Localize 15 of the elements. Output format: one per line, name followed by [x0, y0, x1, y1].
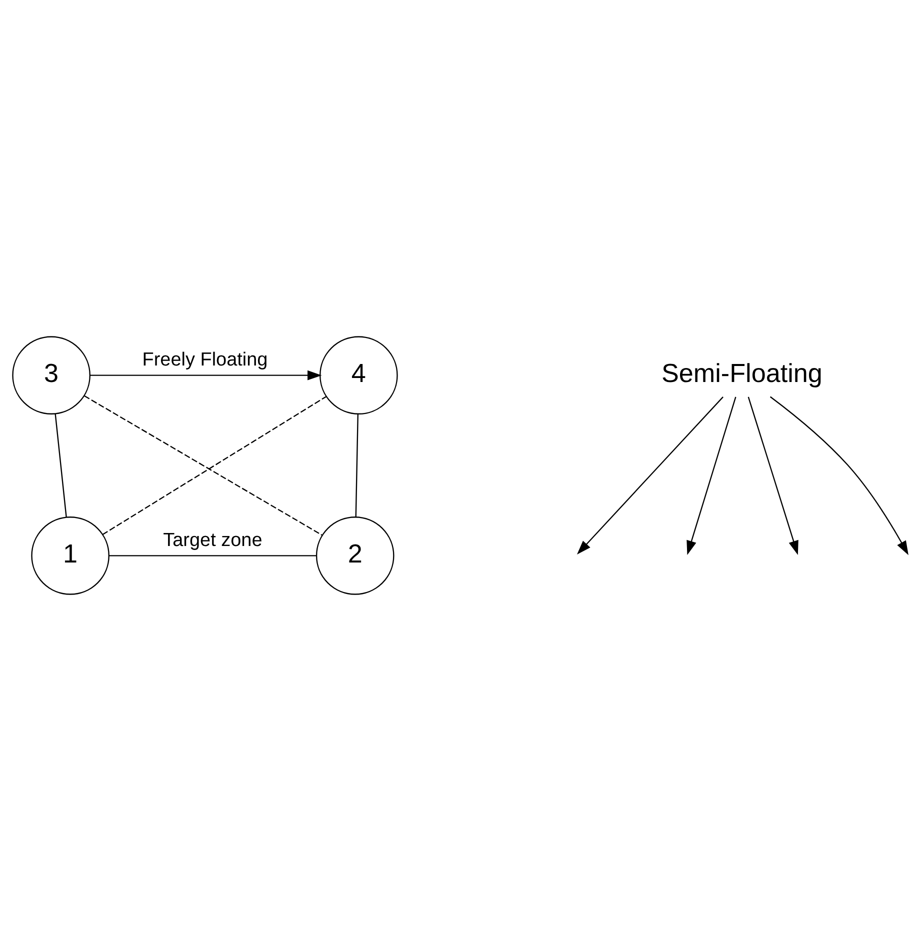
node-circle: 2: [316, 516, 394, 594]
arrow: [770, 396, 908, 555]
arrow: [748, 396, 798, 554]
node-circle: 3: [12, 336, 90, 414]
arrow: [576, 396, 724, 554]
edge-label: Freely Floating: [142, 349, 268, 370]
edge-label: Target zone: [163, 529, 262, 550]
connector: [54, 413, 67, 517]
connector: [355, 414, 358, 517]
node-circle: 1: [31, 516, 110, 594]
node-text: Semi-Floating: [661, 357, 822, 388]
node-circle: 4: [320, 336, 398, 414]
connector: [109, 554, 316, 556]
arrow: [686, 396, 736, 554]
arrow: [90, 370, 322, 380]
